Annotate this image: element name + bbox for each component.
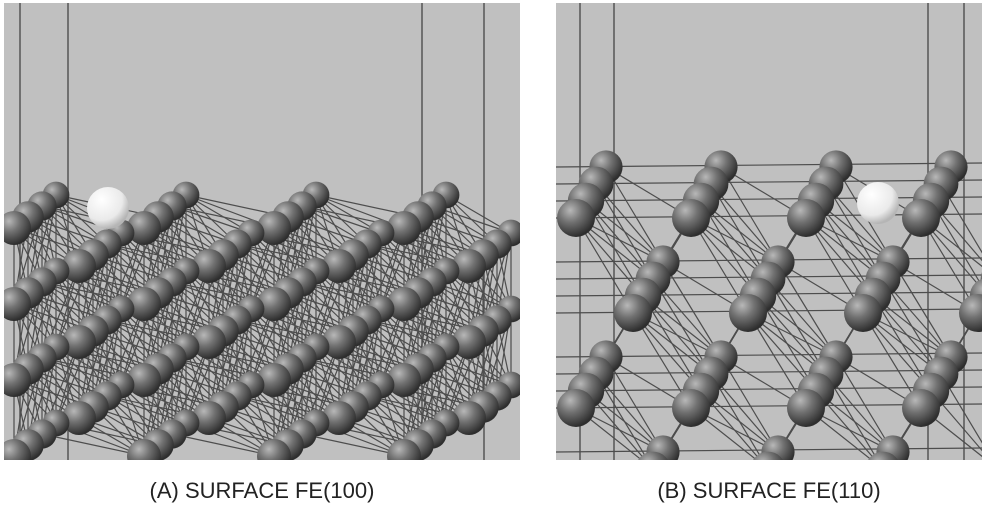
panel-a-fe100-structure	[4, 3, 520, 460]
fe-atom	[452, 401, 486, 435]
fe-atom	[127, 287, 161, 321]
fe110-slab-render	[556, 3, 982, 460]
fe-atom	[4, 287, 31, 321]
fe-atom	[387, 287, 421, 321]
fe-atom	[257, 363, 291, 397]
fe-atom	[322, 325, 356, 359]
fe-atom	[557, 199, 595, 237]
fe-atom	[557, 389, 595, 427]
fe-atom	[902, 199, 940, 237]
fe-atom	[614, 294, 652, 332]
fe-atom	[127, 439, 161, 460]
fe-atom	[62, 249, 96, 283]
fe-atom	[787, 199, 825, 237]
fe-atom	[902, 389, 940, 427]
fe-atom	[192, 325, 226, 359]
fe-atom	[387, 211, 421, 245]
panel-b-fe110-structure	[556, 3, 982, 460]
fe-atom	[257, 287, 291, 321]
fe-atom	[787, 389, 825, 427]
fe-atom	[192, 249, 226, 283]
fe-atom	[452, 325, 486, 359]
fe-atom	[729, 294, 767, 332]
fe-atom	[868, 451, 898, 460]
fe-atom	[4, 439, 31, 460]
adsorbate-atom	[857, 182, 899, 224]
fe-atom	[638, 451, 668, 460]
fe-atom	[672, 389, 710, 427]
fe-atom	[322, 249, 356, 283]
fe-atom	[257, 211, 291, 245]
fe-atom	[62, 401, 96, 435]
fe-atom	[192, 401, 226, 435]
fe-atom	[387, 363, 421, 397]
fe-atom	[844, 294, 882, 332]
fe-atom	[452, 249, 486, 283]
fe100-slab-render	[4, 3, 520, 460]
fe-atom	[387, 439, 421, 460]
caption-a: (A) SURFACE FE(100)	[149, 478, 375, 503]
fe-atom	[127, 363, 161, 397]
fe-atom	[959, 294, 982, 332]
fe-atoms	[4, 181, 520, 460]
fe-atom	[753, 451, 783, 460]
fe-atom	[4, 211, 31, 245]
fe-atom	[127, 211, 161, 245]
fe-atom	[257, 439, 291, 460]
cell-boundary-lines	[579, 3, 965, 460]
fe-atom	[62, 325, 96, 359]
fe-atoms	[557, 150, 982, 460]
fe-atom	[322, 401, 356, 435]
caption-b: (B) SURFACE FE(110)	[657, 478, 881, 503]
fe-atom	[672, 199, 710, 237]
fe-atom	[4, 363, 31, 397]
adsorbate-atom	[87, 187, 129, 229]
